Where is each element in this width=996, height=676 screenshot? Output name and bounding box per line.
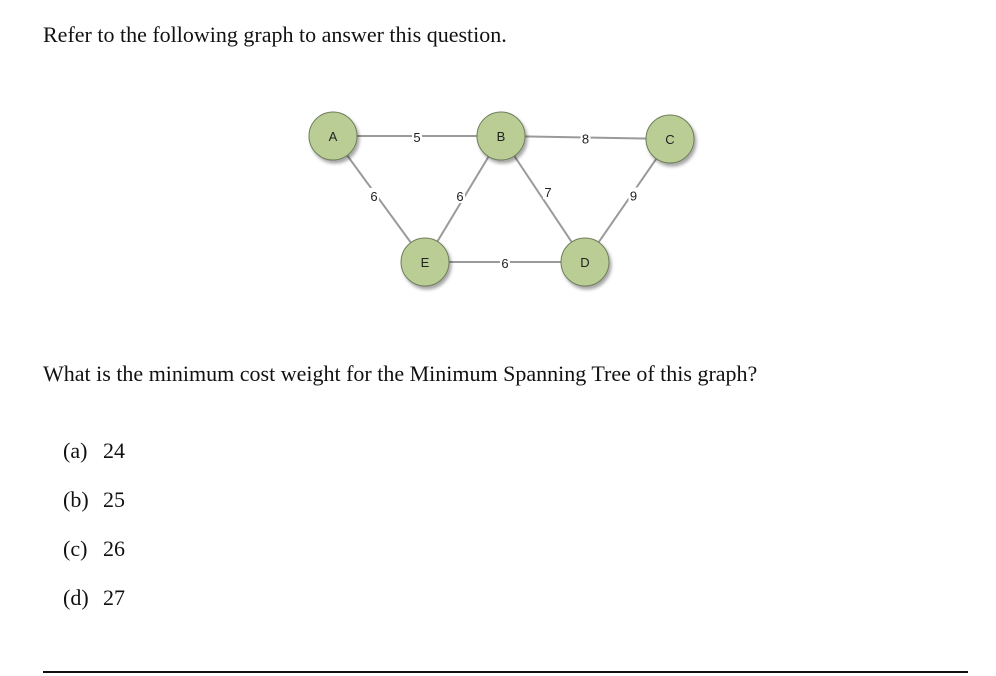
edge-weight-b-c: 8 (582, 132, 589, 147)
edge-c-d (584, 138, 671, 263)
node-circle (400, 237, 450, 287)
edge-label-background (580, 130, 591, 146)
graph-edges (332, 135, 671, 263)
node-d: D (560, 237, 610, 287)
question-text: What is the minimum cost weight for the … (43, 361, 758, 386)
node-e: E (400, 237, 450, 287)
graph-edge-labels: 5 8 6 6 7 9 6 (369, 129, 639, 271)
edge-a-e (332, 135, 426, 263)
option-letter: (b) (63, 487, 89, 512)
node-label: B (497, 129, 506, 144)
node-circle (308, 111, 358, 161)
edge-label-background (500, 255, 510, 270)
option-letter: (a) (63, 438, 88, 463)
edge-weight-a-b: 5 (413, 130, 420, 145)
option-value: 27 (103, 585, 125, 610)
answer-options: (a) 24 (b) 25 (c) 26 (d) 27 (63, 436, 125, 632)
edge-label-background (543, 184, 553, 199)
option-a[interactable]: (a) 24 (63, 436, 125, 485)
option-value: 26 (103, 536, 125, 561)
edge-weight-c-d: 9 (630, 189, 637, 204)
option-value: 24 (103, 438, 125, 463)
bottom-divider (43, 671, 968, 673)
edge-weight-a-e: 6 (370, 189, 377, 204)
node-c: C (645, 114, 695, 164)
node-b: B (476, 111, 526, 161)
option-value: 25 (103, 487, 125, 512)
edge-weight-b-d: 7 (544, 185, 551, 200)
edge-label-background (412, 129, 422, 144)
edge-b-d (500, 135, 586, 263)
node-label: E (421, 255, 430, 270)
edge-weight-b-e: 6 (456, 189, 463, 204)
edge-label-background (369, 188, 379, 203)
node-a: A (308, 111, 358, 161)
node-circle (476, 111, 526, 161)
node-circle (645, 114, 695, 164)
node-label: A (329, 129, 338, 144)
edge-label-background (455, 188, 465, 203)
option-letter: (d) (63, 585, 89, 610)
node-label: D (580, 255, 589, 270)
edge-b-c (500, 135, 671, 140)
option-d[interactable]: (d) 27 (63, 583, 125, 632)
edge-label-background (628, 187, 639, 203)
option-letter: (c) (63, 536, 88, 561)
node-circle (560, 237, 610, 287)
graph-nodes: A B C E D (308, 111, 695, 287)
option-c[interactable]: (c) 26 (63, 534, 125, 583)
edge-b-e (424, 135, 502, 263)
intro-text: Refer to the following graph to answer t… (43, 22, 507, 47)
option-b[interactable]: (b) 25 (63, 485, 125, 534)
node-label: C (665, 132, 674, 147)
edge-weight-e-d: 6 (501, 256, 508, 271)
